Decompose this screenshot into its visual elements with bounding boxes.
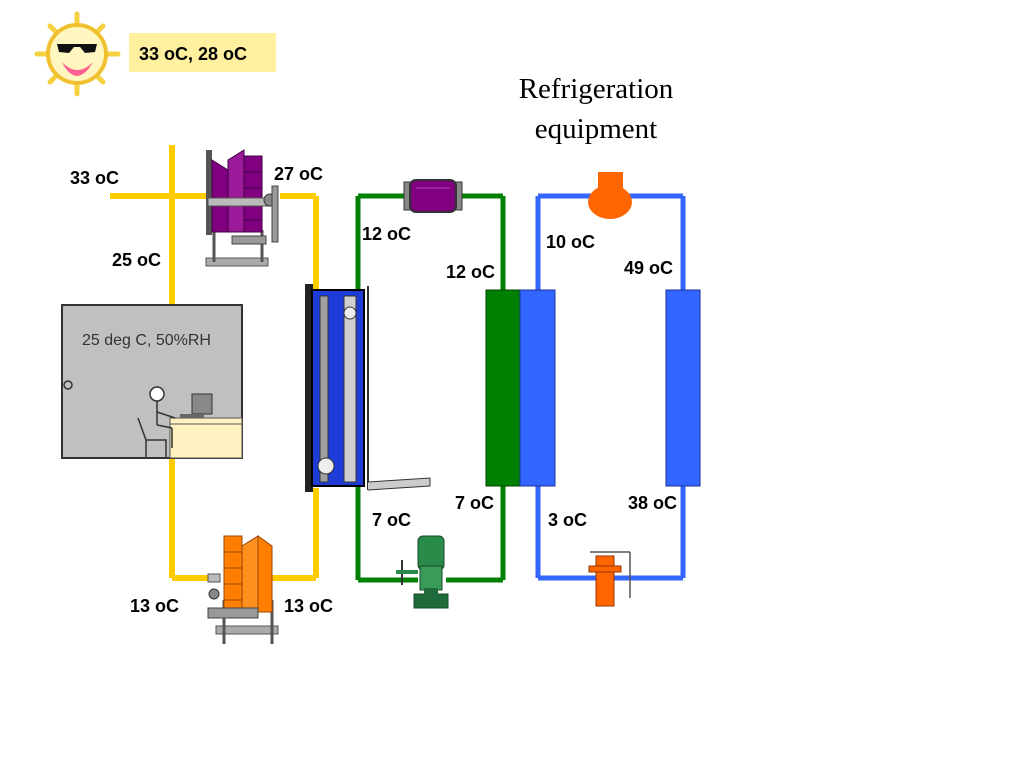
- temp-evap-leaving: 10 oC: [546, 232, 595, 252]
- sun-sunglasses-icon: [34, 11, 121, 97]
- upper-air-handler-icon: [205, 149, 279, 267]
- temp-chw-supply-evap: 7 oC: [455, 493, 494, 513]
- room-condition-label: 25 deg C, 50%RH: [82, 332, 211, 349]
- temp-cooler-left: 13 oC: [130, 596, 179, 616]
- title-line-1: Refrigeration: [519, 73, 674, 105]
- air-loop: [110, 145, 319, 581]
- lower-air-handler-icon: [207, 535, 279, 644]
- chilled-water-pump-icon: [396, 535, 449, 609]
- outdoor-condition-badge: [129, 33, 276, 72]
- compressor-icon: [588, 172, 632, 219]
- temp-outdoor-air: 33 oC: [70, 168, 119, 188]
- temp-evap-entering: 3 oC: [548, 510, 587, 530]
- temp-chw-return-top: 12 oC: [362, 224, 411, 244]
- temp-chw-supply-pump: 7 oC: [372, 510, 411, 530]
- refrigerant-loop: [535, 193, 686, 581]
- evaporator-refrigerant-side: [519, 289, 556, 487]
- temp-discharge: 49 oC: [624, 258, 673, 278]
- evaporator-water-side: [485, 289, 523, 487]
- temp-cond-leaving: 38 oC: [628, 493, 677, 513]
- temp-cooler-right: 13 oC: [284, 596, 333, 616]
- cooling-coil-icon: [305, 284, 431, 492]
- water-heat-exchanger-icon: [403, 179, 463, 213]
- condenser: [665, 289, 701, 487]
- title-line-2: equipment: [535, 113, 657, 145]
- temp-supply-air-top: 27 oC: [274, 164, 323, 184]
- expansion-valve-icon: [588, 551, 631, 607]
- conditioned-room: 25 deg C, 50%RH: [61, 304, 243, 459]
- temp-chw-return-evap: 12 oC: [446, 262, 495, 282]
- temp-return-air: 25 oC: [112, 250, 161, 270]
- outdoor-condition-text: 33 oC, 28 oC: [139, 44, 247, 64]
